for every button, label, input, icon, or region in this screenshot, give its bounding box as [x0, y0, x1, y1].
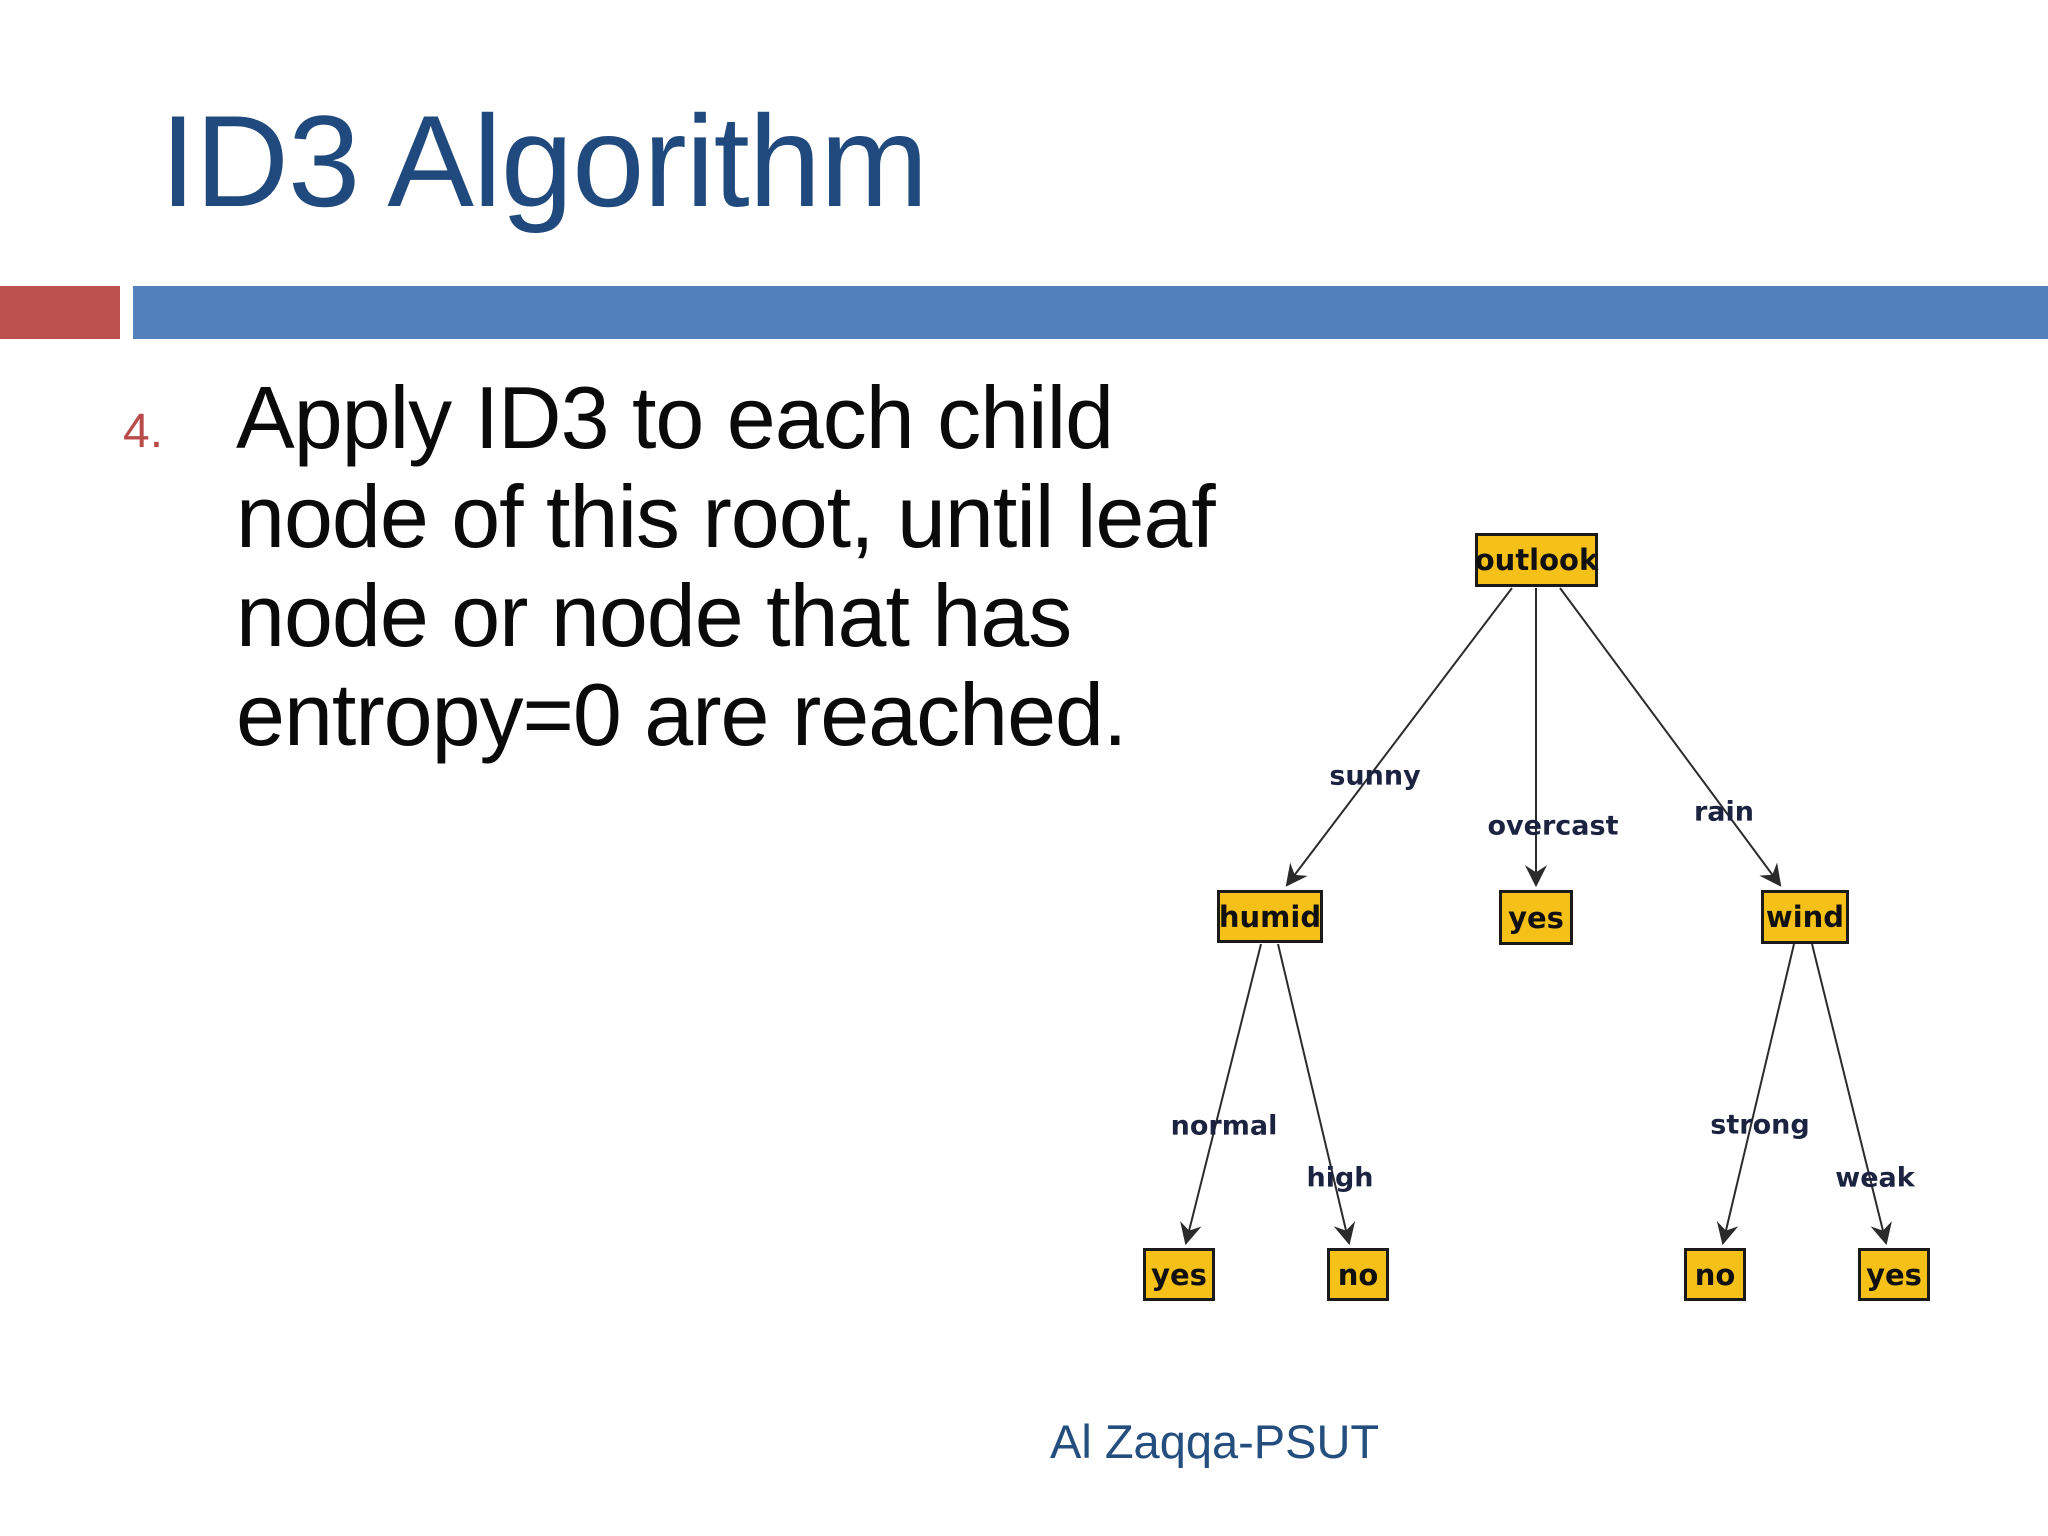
- bullet-line: node or node that has: [236, 566, 1072, 665]
- tree-node-no-right: no: [1684, 1248, 1746, 1301]
- tree-node-yes-middle: yes: [1499, 890, 1573, 945]
- edge-label-rain: rain: [1693, 796, 1755, 828]
- edge-wind-no: [1716, 943, 1795, 1246]
- footer-text: Al Zaqqa-PSUT: [1050, 1415, 1380, 1468]
- edge-outlook-humid: [1285, 587, 1513, 887]
- tree-node-wind: wind: [1761, 890, 1849, 944]
- edge-label-overcast: overcast: [1487, 810, 1619, 842]
- bullet-line: Apply ID3 to each child: [236, 368, 1114, 467]
- list-item-number: 4.: [123, 405, 164, 458]
- tree-node-no-left: no: [1327, 1248, 1389, 1301]
- edge-humid-yes: [1180, 943, 1262, 1246]
- edge-wind-yes: [1811, 943, 1892, 1246]
- edge-outlook-wind: [1559, 587, 1782, 887]
- tree-node-outlook: outlook: [1475, 533, 1598, 587]
- edge-label-normal: normal: [1170, 1110, 1278, 1142]
- tree-node-yes-right: yes: [1858, 1248, 1930, 1301]
- edge-label-strong: strong: [1710, 1109, 1810, 1141]
- tree-node-yes-left: yes: [1143, 1248, 1215, 1301]
- bullet-line: entropy=0 are reached.: [236, 665, 1127, 764]
- edge-humid-no: [1277, 943, 1356, 1246]
- edge-label-weak: weak: [1835, 1162, 1915, 1194]
- accent-bar-blue: [133, 286, 2048, 339]
- edge-label-sunny: sunny: [1329, 760, 1421, 792]
- bullet-text: Apply ID3 to each child node of this roo…: [236, 368, 1236, 764]
- tree-node-humid: humid: [1217, 890, 1323, 943]
- page-title: ID3 Algorithm: [160, 88, 928, 234]
- bullet-line: node of this root, until leaf: [236, 467, 1216, 566]
- accent-block-red: [0, 286, 120, 339]
- edge-label-high: high: [1306, 1162, 1374, 1194]
